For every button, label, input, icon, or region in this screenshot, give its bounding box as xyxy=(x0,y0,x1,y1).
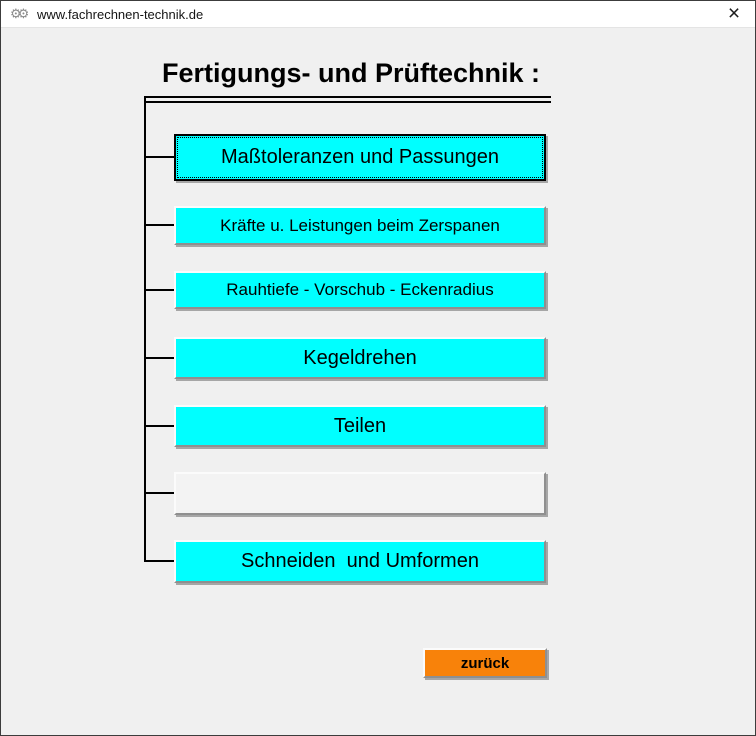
menu-button-schneiden-und-umformen[interactable]: Schneiden und Umformen xyxy=(174,540,546,583)
tree-connector xyxy=(144,224,174,226)
tree-connector xyxy=(144,560,174,562)
tree-connector xyxy=(144,357,174,359)
menu-button-empty[interactable] xyxy=(174,472,546,515)
menu-button-rauhtiefe-vorschub-eckenradius[interactable]: Rauhtiefe - Vorschub - Eckenradius xyxy=(174,271,546,309)
back-button[interactable]: zurück xyxy=(423,648,547,678)
menu-button-kraefte-leistungen-zerspanen[interactable]: Kräfte u. Leistungen beim Zerspanen xyxy=(174,206,546,245)
tree-connector xyxy=(144,156,174,158)
window-title: www.fachrechnen-technik.de xyxy=(37,7,204,22)
menu-button-kegeldrehen[interactable]: Kegeldrehen xyxy=(174,337,546,379)
menu-button-teilen[interactable]: Teilen xyxy=(174,405,546,447)
tree-connector xyxy=(144,289,174,291)
tree-connector xyxy=(144,492,174,494)
page-title: Fertigungs- und Prüftechnik : xyxy=(162,58,540,88)
close-icon[interactable]: × xyxy=(727,2,741,25)
titlebar: ⚙⚙ www.fachrechnen-technik.de × xyxy=(1,1,755,28)
menu-button-masstoleranzen-und-passungen[interactable]: Maßtoleranzen und Passungen xyxy=(174,134,546,181)
tree-vertical-line xyxy=(144,96,146,562)
heading-underline xyxy=(144,96,551,98)
app-logo-icon: ⚙⚙ xyxy=(10,6,29,21)
tree-top-line xyxy=(144,101,551,103)
tree-connector xyxy=(144,425,174,427)
